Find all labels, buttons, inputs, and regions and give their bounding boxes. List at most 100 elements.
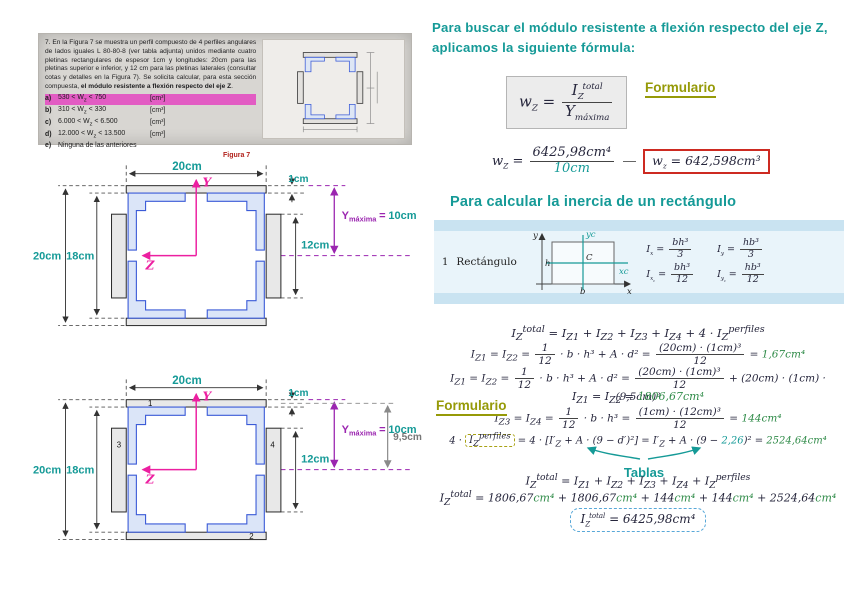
extension-lines [58,165,307,327]
axis-z-label: Z [145,258,156,272]
formulario-label-2: Formulario [436,398,507,416]
dim-outer-height-label: 20cm [33,250,61,262]
option-letter: e) [45,141,52,149]
option-value: 530 < Wz < 750 [58,94,107,104]
option-value: 12.000 < Wz < 13.500 [58,130,126,140]
angle-profiles [127,406,265,533]
dim-side-plate-label: 12cm [301,453,329,465]
option-unit: [cm³] [150,107,166,115]
bottom-plate [125,531,267,541]
plate-numbers: 1 2 3 4 [117,399,276,541]
option-d: d) 12.000 < Wz < 13.500 [cm³] [45,130,256,141]
problem-statement: 7. En la Figura 7 se muestra un perfil c… [45,39,257,91]
left-plate [111,427,127,513]
option-letter: d) [45,130,52,138]
option-e: e) Ninguna de las anteriores [45,142,256,151]
angle-profiles [127,192,265,319]
dim-outer-height-label: 20cm [33,464,61,476]
final-result-box: IZtotal = 6425,98cm⁴ [569,508,707,533]
equation-total-sum-2: IZtotal = IZ1 + IZ2 + IZ3 + IZ4 + IZperf… [525,472,751,491]
diagram-centroid-label: C [586,253,593,263]
dim-side-plate-label: 12cm [301,239,329,251]
answer-options: a) 530 < Wz < 750 [cm³] b) 310 < Wz < 33… [45,94,257,151]
dim-thickness-label: 1cm [288,388,308,399]
cross-section-drawing-1: Y Z 20cm 1cm 20cm 18cm 12cm Ymáxima=10cm [33,161,417,327]
ymax-label: Ymáxima=10cm [342,210,417,224]
plate-number-4: 4 [270,441,275,450]
dimension-lines [62,170,299,323]
axis-y-label: Y [203,176,213,190]
diagram-yc-label: yc [585,230,596,240]
dim-top-label: 20cm [172,161,201,173]
diagram-xc-label: xc [619,267,629,277]
plate-number-1: 1 [148,399,152,408]
problem-text-column: 7. En la Figura 7 se muestra un perfil c… [45,39,257,159]
extension-lines [58,379,307,541]
option-value: 310 < Wz < 330 [58,106,107,116]
diagram-h-label: h [545,259,550,269]
intro-text: Para buscar el módulo resistente a flexi… [432,20,828,55]
option-value: 6.000 < Wz < 6.500 [58,118,118,128]
dimension-lines [62,384,299,537]
left-plate [111,213,127,299]
option-letter: c) [45,119,52,127]
figure7-caption: Figura 7 [222,151,251,159]
option-letter: a) [45,95,52,103]
plate-number-2: 2 [249,532,253,541]
rectangle-diagram: y x yc xc C b h [532,230,632,297]
option-a: a) 530 < Wz < 750 [cm³] [45,94,257,106]
dim-offset-label: 9,5cm [393,432,422,443]
right-plate [265,427,282,513]
option-unit: [cm³] [150,95,166,103]
tablas-arrows [586,446,702,460]
dim-inner-height-label: 18cm [66,464,94,476]
option-value: Ninguna de las anteriores [58,141,137,149]
right-plate [265,213,282,299]
option-c: c) 6.000 < Wz < 6.500 [cm³] [45,118,256,129]
equation-total-values: IZtotal = 1806,67cm⁴ + 1806,67cm⁴ + 144c… [439,489,837,508]
axes [141,178,201,261]
notes-column: Para buscar el módulo resistente a flexi… [430,0,848,599]
problem-statement-card: 7. En la Figura 7 se muestra un perfil c… [38,33,412,159]
offset-annotation [280,402,396,469]
option-letter: b) [45,107,52,115]
wz-result-box: wz = 642,598cm³ [643,148,770,175]
figure7-area [262,39,405,139]
dim-top-label: 20cm [172,375,201,387]
bottom-plate [125,317,267,327]
diagram-b-label: b [580,287,585,297]
table-row-number: 1 [442,256,449,268]
formulario-label: Formulario [645,80,716,98]
ymax-label: Ymáxima=10cm [342,424,417,438]
tablas-label: Tablas [623,465,665,480]
equation-iz12-result: IZ1 = IZ2 = 1806,67cm⁴ [571,390,704,407]
axes [141,392,201,475]
cross-section-drawing-2: 1 2 3 4 Y Z 20cm 1cm 20cm 18cm 12cm Ymáx… [33,375,422,541]
table-row-label: Rectángulo [456,256,517,268]
equation-perfiles: 4 · IZperfiles = 4 · [I′Z + A · (9 − d′)… [449,431,827,449]
dim-inner-height-label: 18cm [66,250,94,262]
section-heading-inertia: Para calcular la inercia de un rectángul… [450,194,737,210]
diagram-x-axis-label: x [627,287,632,297]
inertia-table: 1 Rectángulo y x yc xc C b [434,220,844,304]
diagram-y-axis-label: y [532,231,538,241]
final-result-row: IZtotal = 6425,98cm⁴ [430,508,846,533]
axis-z-label: Z [145,472,156,486]
figura7-thumbnail [296,52,378,133]
equation-total-sum: IZtotal = IZ1 + IZ2 + IZ3 + IZ4 + 4 · IZ… [511,324,765,344]
dim-thickness-label: 1cm [288,174,308,185]
ymax-annotation [280,399,412,471]
option-unit: [cm³] [150,130,166,138]
option-b: b) 310 < Wz < 330 [cm³] [45,106,256,117]
plate-number-3: 3 [117,441,121,450]
